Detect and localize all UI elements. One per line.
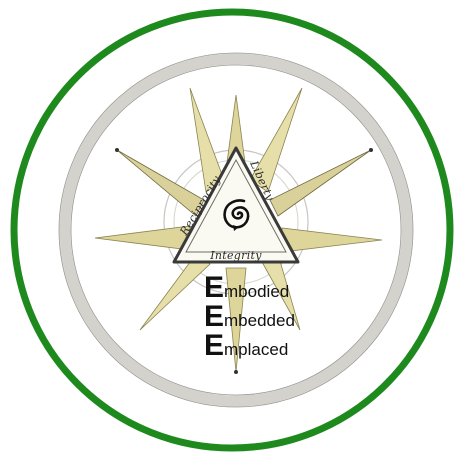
eee-item-emplaced: Emplaced xyxy=(204,331,295,360)
eee-word: mbedded xyxy=(224,311,295,330)
triangle-word-bottom: Integrity xyxy=(209,249,262,262)
eee-item-embedded: Embedded xyxy=(204,302,295,331)
eee-initial: E xyxy=(204,329,224,362)
eee-list: Embodied Embedded Emplaced xyxy=(204,273,295,360)
eee-word: mplaced xyxy=(224,340,288,359)
eee-word: mbodied xyxy=(224,282,289,301)
star-point-sw xyxy=(140,254,210,330)
star-point-wnw xyxy=(117,150,204,216)
star-tip-ene xyxy=(369,148,373,152)
star-point-ene xyxy=(270,150,371,216)
star-tip-wnw xyxy=(115,148,119,152)
star-point-w xyxy=(95,226,190,250)
star-point-e xyxy=(282,228,382,252)
eee-item-embodied: Embodied xyxy=(204,273,295,302)
star-tip-s xyxy=(234,370,238,374)
